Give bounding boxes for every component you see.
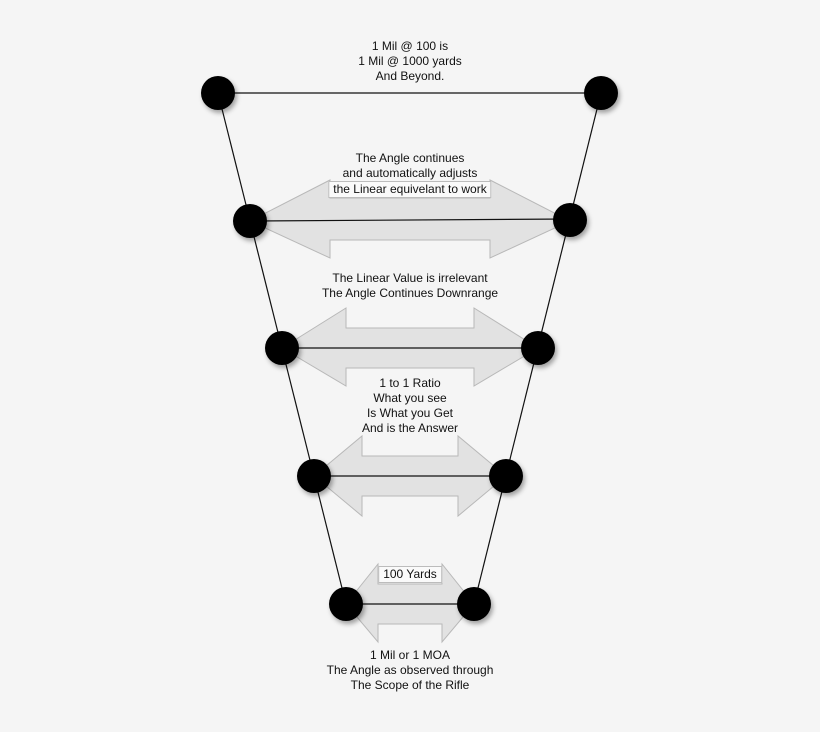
yards-label: 100 Yards <box>378 566 442 583</box>
dot-row-3-left <box>265 331 299 365</box>
top-caption-line: 1 Mil @ 1000 yards <box>358 54 462 68</box>
ratio-caption: 1 to 1 Ratio What you see Is What you Ge… <box>362 376 458 436</box>
arrow-row-3 <box>281 307 539 387</box>
ratio-caption-line: Is What you Get <box>366 406 454 420</box>
bottom-caption-line: The Angle as observed through <box>326 663 494 677</box>
dot-row-2-left <box>233 204 267 238</box>
angle-caption-line: and automatically adjusts <box>342 166 478 180</box>
top-caption-line: 1 Mil @ 100 is <box>371 39 449 53</box>
span-line-2 <box>249 218 571 222</box>
dot-row-2-right <box>553 203 587 237</box>
dot-row-4-right <box>489 459 523 493</box>
dot-row-5-left <box>329 587 363 621</box>
bottom-caption-line: 1 Mil or 1 MOA <box>369 648 450 662</box>
angle-caption-line: The Angle continues <box>355 151 465 165</box>
linear-caption: The Linear Value is irrelevant The Angle… <box>322 271 498 301</box>
bottom-caption: 1 Mil or 1 MOA The Angle as observed thr… <box>327 648 494 693</box>
angle-caption-line: the Linear equivelant to work <box>328 181 492 198</box>
linear-caption-line: The Linear Value is irrelevant <box>332 271 488 285</box>
bottom-caption-line: The Scope of the Rifle <box>350 678 470 692</box>
dot-row-4-left <box>297 459 331 493</box>
ratio-caption-line: And is the Answer <box>361 421 459 435</box>
top-caption: 1 Mil @ 100 is 1 Mil @ 1000 yards And Be… <box>358 39 462 84</box>
linear-caption-line: The Angle Continues Downrange <box>321 286 499 300</box>
dot-row-5-right <box>457 587 491 621</box>
dot-row-1-right <box>584 76 618 110</box>
angle-caption: The Angle continues and automatically ad… <box>328 151 492 198</box>
dot-row-3-right <box>521 331 555 365</box>
ratio-caption-line: 1 to 1 Ratio <box>379 376 441 390</box>
top-caption-line: And Beyond. <box>375 69 445 83</box>
dot-row-1-left <box>201 76 235 110</box>
ratio-caption-line: What you see <box>373 391 447 405</box>
